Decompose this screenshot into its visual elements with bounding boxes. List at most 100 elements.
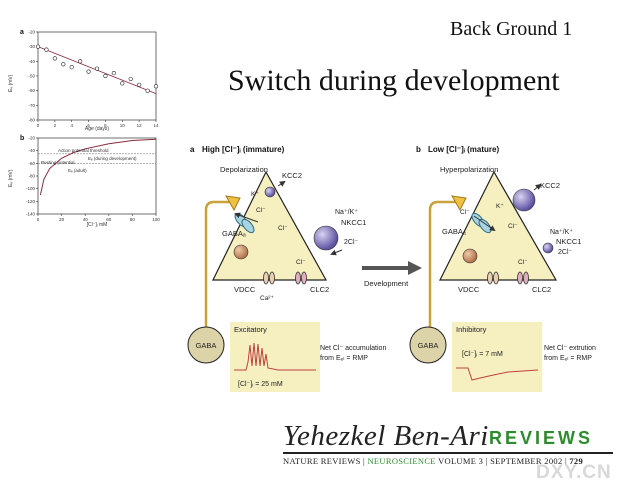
graph-a-point [35,44,41,49]
reviews-logo: REVIEWS [489,428,594,448]
note2-immature: from Eₑₗ = RMP [320,355,368,362]
graph-a-ytick-label: -70 [28,103,35,108]
graph-a-point [61,62,66,67]
graph-a-ytick-label: -40 [28,59,35,64]
journal-volume: VOLUME 3 [438,456,484,466]
graph-a-frame [37,31,157,121]
graph-a-ytick-label: -30 [28,44,35,49]
ion-pump-mature [462,248,478,264]
graph-b-marks [38,138,157,196]
graph-a-marks [35,44,159,94]
cl-ion-immature-2: Cl⁻ [278,225,288,232]
graph-a-xtick-label: 14 [153,123,159,128]
graph-b-ylabel: Eₑ (mV) [8,169,14,187]
effect-label-immature: Excitatory [234,325,267,334]
gaba-label-mature: GABA [418,341,439,350]
graph-a-xtick-label: 12 [137,123,143,128]
kcc2-transporter-immature [264,186,276,198]
graph-b-xlabel: [Cl⁻]ᵢ mM [87,222,108,228]
nkcc1-transporter-immature [313,225,339,251]
graph-b-xtick-label: 60 [106,217,112,222]
graph-a-xlabel: Age (days) [85,126,110,132]
panel-mature: b Low [Cl⁻]ᵢ (mature) Hyperpolarization … [409,145,596,392]
nkcc1-transporter-mature [542,242,554,254]
graph-a-point [52,56,57,61]
graph-a-point [44,47,49,52]
panel-a-state: Depolarization [220,165,268,174]
graph-a-letter: a [20,29,24,36]
graph-b-ann-resting: Resting potential [41,160,75,165]
kcc2-label-mature: KCC2 [540,181,560,190]
graph-a-point [137,82,142,87]
graph-b-xtick-label: 100 [152,217,160,222]
gaba-a-receptor-mature: GABAₐ [442,227,466,236]
graph-a: a 0 2 4 6 8 10 12 14 -20 -30 -40 -50 -60 -70 -80 Age (… [8,29,159,132]
graph-b-ytick-label: -20 [28,136,35,141]
journal-name: NATURE REVIEWS [283,456,361,466]
vdcc-label-immature: VDCC [234,285,256,294]
gaba-a-receptor-immature: GABAₐ [222,229,246,238]
panel-immature: a High [Cl⁻]ᵢ (immature) Depolarization … [187,145,386,392]
graph-a-axes: 0 2 4 6 8 10 12 14 -20 -30 -40 -50 -60 -70 -80 [28,30,159,129]
graph-b-ann-adult: Eₑ (adult) [68,168,87,173]
panel-b-heading: Low [Cl⁻]ᵢ (mature) [428,145,499,154]
gaba-bubble-immature [187,326,225,364]
footer-rule [283,452,613,454]
nkcc1-ions-immature: Na⁺/K⁺ [335,209,358,216]
axon-mature [428,200,456,330]
graph-a-xtick-label: 0 [37,123,40,128]
slide-label: Back Ground 1 [450,18,573,40]
panel-b-state: Hyperpolarization [440,165,498,174]
panel-a-heading: High [Cl⁻]ᵢ (immature) [202,145,285,154]
kcc2-transporter-mature [512,188,536,212]
note1-immature: Net Cl⁻ accumulation [320,345,386,352]
clc2-label-mature: CLC2 [532,285,551,294]
cl-ion-mature-3: Cl⁻ [518,259,528,266]
graph-a-xtick-label: 6 [87,123,90,128]
ca-ion-immature: Ca²⁺ [260,295,274,302]
graph-a-xtick-label: 8 [104,123,107,128]
graph-a-point [86,69,91,74]
axon-immature [204,200,230,330]
graph-a-xtick-label: 2 [54,123,57,128]
graph-a-ytick-label: -50 [28,74,35,79]
graph-a-point [120,81,125,86]
graph-a-xtick-label: 10 [120,123,126,128]
nkcc1-label-immature: NKCC1 [341,218,366,227]
graph-b-xtick-label: 40 [83,217,89,222]
two-cl-immature: 2Cl⁻ [344,239,359,246]
journal-page: 729 [569,456,584,466]
graph-b-xtick-label: 0 [37,217,40,222]
development-arrow: Development [362,261,422,288]
trace-box-mature [452,322,542,392]
gaba-label-immature: GABA [196,341,217,350]
note2-mature: from Eₑₗ = RMP [544,355,592,362]
graph-a-point [69,65,74,70]
graph-a-ytick-label: -20 [28,30,35,35]
two-cl-mature: 2Cl⁻ [558,249,573,256]
graph-a-xtick-label: 4 [70,123,73,128]
graph-a-ylabel: Eₑ (mV) [8,74,14,92]
graph-b-ytick-label: -80 [28,174,35,179]
graph-b-xtick-label: 20 [59,217,65,222]
graph-a-point [94,66,100,71]
graph-b-ytick-label: -100 [26,186,36,191]
graph-b-ytick-label: -60 [28,161,35,166]
neuron-cell-mature [439,170,558,281]
author-credit: Yehezkel Ben-Ari [283,420,489,452]
vdcc-label-mature: VDCC [458,285,480,294]
kcc2-label-immature: KCC2 [282,171,302,180]
trace-box-immature [230,322,320,392]
k-ion-immature: K⁺ [251,191,259,198]
graph-b-ann-dev: Eₑ (during development) [88,156,137,161]
conc-label-mature: [Cl⁻]ᵢ = 7 mM [462,351,503,358]
slide-title: Switch during development [228,64,560,97]
graph-b-ytick-label: -120 [26,199,36,204]
watermark: DXY.CN [536,462,612,483]
graph-b-xtick-label: 80 [130,217,136,222]
graph-a-ytick-label: -60 [28,88,35,93]
graph-a-point [103,73,108,79]
graph-a-ytick-label: -80 [28,118,35,123]
